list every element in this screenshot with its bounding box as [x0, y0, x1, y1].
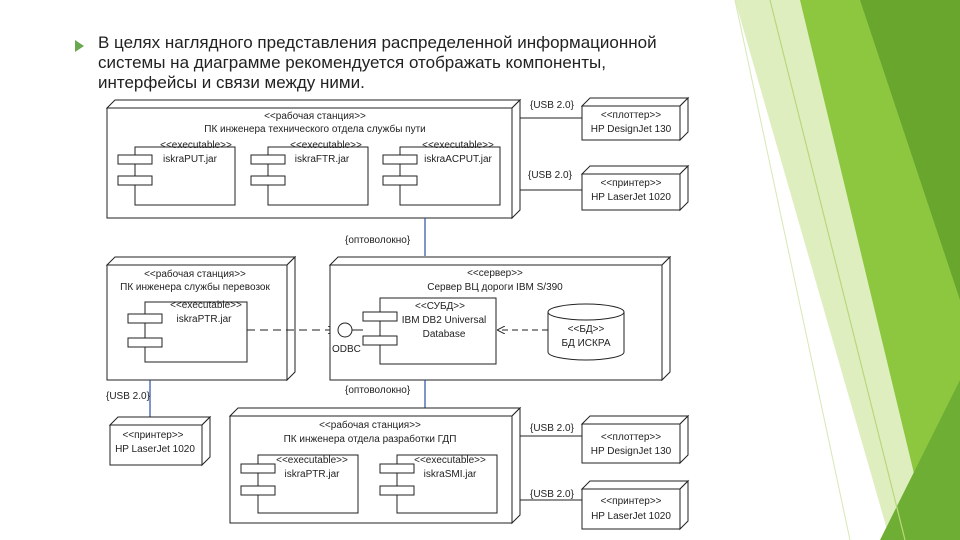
ws2-stereotype: <<рабочая станция>> [144, 268, 246, 280]
component-ws1-3 [382, 146, 501, 206]
ws3-name: ПК инженера отдела разработки ГДП [284, 433, 457, 445]
component-ws3-1 [240, 454, 359, 514]
node-plotter-1 [580, 96, 690, 142]
server-stereotype: <<сервер>> [467, 268, 523, 279]
component-ws3-2 [379, 454, 498, 514]
node-plotter-2 [580, 414, 690, 465]
printer3-name: HP LaserJet 1020 [591, 511, 671, 522]
ws1-comp3-name: iskraACPUT.jar [424, 154, 492, 165]
paragraph-line-2: системы на диаграмме рекомендуется отобр… [98, 53, 606, 72]
usb-label-2: {USB 2.0} [528, 170, 573, 181]
plotter2-name: HP DesignJet 130 [591, 446, 672, 457]
ws2-comp-stereotype: <<executable>> [170, 300, 242, 311]
ws2-comp-name: iskraPTR.jar [176, 314, 232, 325]
ws3-comp1-stereotype: <<executable>> [276, 455, 348, 466]
ws3-comp2-name: iskraSMI.jar [424, 469, 477, 480]
printer2-name: HP LaserJet 1020 [115, 444, 195, 455]
ws1-comp3-stereotype: <<executable>> [422, 140, 494, 151]
ws1-comp2-name: iskraFTR.jar [295, 154, 350, 165]
db-name: БД ИСКРА [561, 338, 610, 349]
server-name: Сервер ВЦ дороги IBM S/390 [427, 282, 563, 293]
odbc-label: ODBC [332, 344, 361, 355]
printer3-stereotype: <<принтер>> [600, 496, 661, 507]
database-cylinder-icon [547, 303, 625, 361]
node-printer-1 [580, 164, 690, 212]
db-stereotype: <<БД>> [568, 324, 605, 335]
printer1-stereotype: <<принтер>> [600, 178, 661, 189]
ws3-comp1-name: iskraPTR.jar [284, 469, 340, 480]
node-printer-3 [580, 479, 690, 531]
ws1-name: ПК инженера технического отдела службы п… [204, 123, 426, 135]
ws3-stereotype: <<рабочая станция>> [319, 419, 421, 431]
ws1-comp1-stereotype: <<executable>> [160, 140, 232, 151]
ws1-comp2-stereotype: <<executable>> [290, 140, 362, 151]
paragraph-line-3: интерфейсы и связи между ними. [98, 73, 365, 92]
component-ws2 [127, 301, 248, 363]
green-shape-bottom [880, 380, 960, 540]
component-ws1-2 [250, 146, 369, 206]
printer1-name: HP LaserJet 1020 [591, 192, 671, 203]
paragraph: В целях наглядного представления распред… [98, 33, 718, 93]
usb-label-5: {USB 2.0} [530, 489, 575, 500]
plotter1-name: HP DesignJet 130 [591, 124, 672, 135]
paragraph-line-1: В целях наглядного представления распред… [98, 33, 657, 52]
dbms-stereotype: <<СУБД>> [415, 301, 465, 312]
fiber-label-1: {оптоволокно} [345, 235, 411, 246]
deployment-diagram: <<рабочая станция>> ПК инженера техничес… [105, 96, 690, 531]
component-dbms [362, 297, 497, 365]
ws2-name: ПК инженера службы перевозок [120, 281, 270, 293]
ws1-stereotype: <<рабочая станция>> [264, 110, 366, 122]
printer2-stereotype: <<принтер>> [122, 430, 183, 441]
green-shape-dark [860, 0, 960, 300]
triangle-bullet-icon [75, 40, 84, 52]
ws1-comp1-name: iskraPUT.jar [163, 154, 218, 165]
odbc-interface-icon [337, 322, 353, 338]
usb-label-1: {USB 2.0} [530, 100, 575, 111]
ws3-comp2-stereotype: <<executable>> [414, 455, 486, 466]
node-printer-2 [108, 415, 212, 467]
usb-label-4: {USB 2.0} [530, 423, 575, 434]
usb-label-3: {USB 2.0} [106, 391, 151, 402]
plotter1-stereotype: <<плоттер>> [601, 110, 661, 121]
plotter2-stereotype: <<плоттер>> [601, 432, 661, 443]
fiber-label-2: {оптоволокно} [345, 385, 411, 396]
green-line-2 [734, 0, 851, 540]
component-ws1-1 [117, 146, 236, 206]
green-line-1 [769, 0, 906, 540]
dbms-name-line2: Database [423, 329, 466, 340]
dbms-name-line1: IBM DB2 Universal [402, 315, 486, 326]
